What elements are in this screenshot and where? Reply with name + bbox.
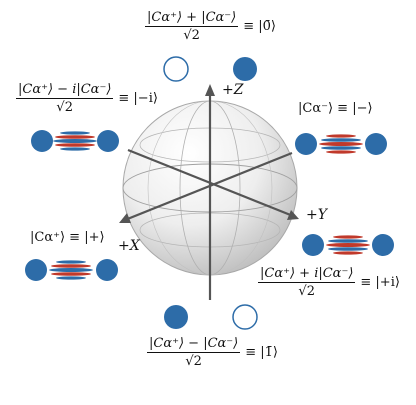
state-label-top: |Cα⁺⟩ + |Cα⁻⟩ √2 ≡ |0̄⟩ [145, 10, 276, 43]
y-axis-line [127, 148, 294, 218]
state-label-upper-left: |Cα⁺⟩ − i|Cα⁻⟩ √2 ≡ |−i⟩ [16, 82, 158, 115]
state-label-upper-right: |Cα⁻⟩ ≡ |−⟩ [298, 101, 373, 116]
state-label-left: |Cα⁺⟩ ≡ |+⟩ [30, 230, 105, 245]
bottom-hollow-blob [232, 304, 258, 330]
top-hollow-blob [163, 56, 189, 82]
y-axis-arrowhead [287, 210, 299, 220]
y-axis-label: +Y [306, 207, 327, 223]
z-axis-arrowhead [205, 84, 215, 96]
z-axis-label: +Z [222, 82, 244, 98]
top-filled-blob [233, 57, 257, 81]
upper-right-cat-state [295, 133, 387, 155]
state-label-bottom: |Cα⁺⟩ − |Cα⁻⟩ √2 ≡ |1̄⟩ [147, 336, 278, 369]
x-axis-label: +X [118, 238, 140, 254]
x-axis-line [124, 151, 293, 222]
left-cat-state [25, 259, 118, 281]
bottom-filled-blob [164, 305, 188, 329]
upper-left-cat-state [31, 130, 119, 152]
x-axis-arrowhead [119, 213, 131, 223]
lower-right-cat-state [302, 234, 394, 256]
state-label-lower-right: |Cα⁺⟩ + i|Cα⁻⟩ √2 ≡ |+i⟩ [258, 266, 400, 299]
